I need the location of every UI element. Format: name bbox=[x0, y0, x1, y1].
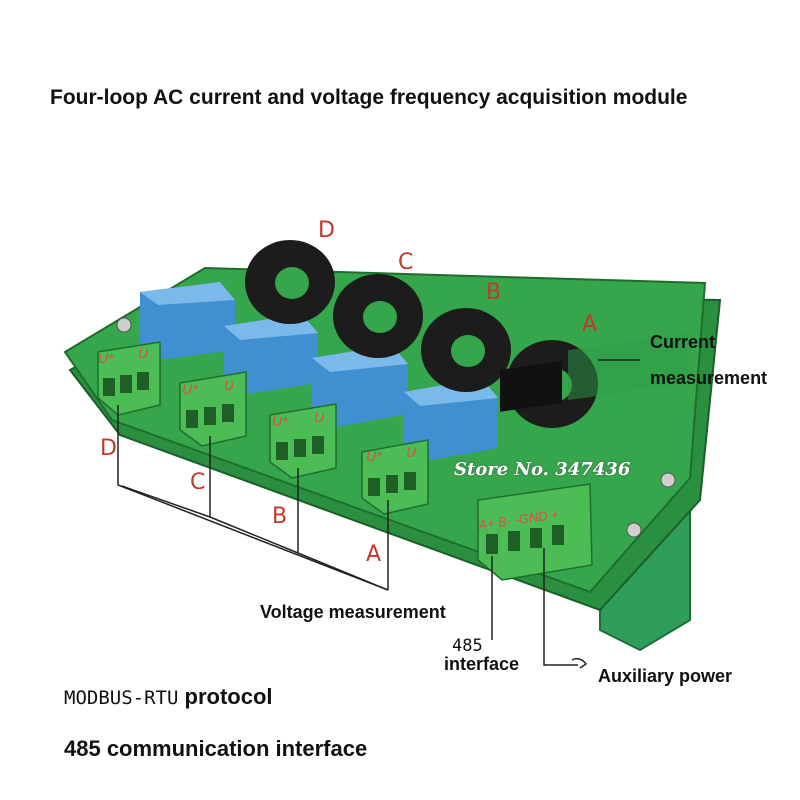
voltage-terminal-d bbox=[97, 341, 161, 416]
terminal-label-u: U bbox=[224, 377, 235, 393]
aux-power-callout: Auxiliary power bbox=[598, 666, 733, 686]
voltage-bracket-lines bbox=[117, 405, 389, 591]
voltage-label-a: A bbox=[366, 542, 382, 567]
voltage-terminal-b bbox=[269, 403, 337, 479]
terminal-label-u-star: U* bbox=[272, 413, 288, 429]
current-transformer-d bbox=[245, 240, 335, 324]
protocol-word: protocol bbox=[184, 684, 273, 709]
store-watermark: Store No. 347436 bbox=[454, 459, 631, 480]
protocol-prefix: MODBUS-RTU bbox=[64, 687, 179, 709]
mount-screw bbox=[660, 472, 676, 488]
current-callout-line2: measurement bbox=[650, 368, 768, 388]
ct-label-b: B bbox=[486, 280, 502, 305]
rs485-callout-lines bbox=[491, 548, 578, 666]
terminal-label-u: U bbox=[138, 345, 149, 361]
rs485-callout-number: 485 bbox=[452, 636, 483, 656]
current-transformer-b bbox=[421, 308, 511, 392]
mount-screw bbox=[626, 522, 642, 538]
voltage-label-b: B bbox=[272, 504, 288, 529]
current-callout-line1: Current bbox=[650, 332, 716, 352]
protocol-line: MODBUS-RTU protocol bbox=[64, 684, 273, 710]
voltage-label-c: C bbox=[190, 470, 206, 495]
terminal-label-u-star: U* bbox=[98, 350, 114, 366]
ct-label-d: D bbox=[318, 218, 335, 243]
voltage-terminal-c bbox=[179, 371, 247, 447]
ct-label-a: A bbox=[582, 312, 598, 337]
voltage-label-d: D bbox=[100, 436, 117, 461]
arrow-icon bbox=[571, 657, 588, 669]
silkscreen-area bbox=[568, 333, 688, 401]
terminal-label-u: U bbox=[314, 409, 325, 425]
mount-screw bbox=[116, 317, 132, 333]
terminal-label-u-star: U* bbox=[366, 448, 382, 464]
ct-label-c: C bbox=[398, 250, 414, 275]
terminal-label-u-star: U* bbox=[182, 381, 198, 397]
rs485-terminal bbox=[477, 483, 593, 581]
terminal-label-u: U bbox=[406, 444, 417, 460]
voltage-transformer-d bbox=[140, 282, 235, 360]
interface-line: 485 communication interface bbox=[64, 736, 368, 761]
processor-chip bbox=[500, 361, 562, 412]
page-title: Four-loop AC current and voltage frequen… bbox=[50, 86, 688, 109]
rs485-callout-word: interface bbox=[444, 654, 520, 674]
current-transformer-c bbox=[333, 274, 423, 358]
voltage-terminal-a bbox=[361, 439, 429, 515]
voltage-callout: Voltage measurement bbox=[260, 602, 446, 622]
